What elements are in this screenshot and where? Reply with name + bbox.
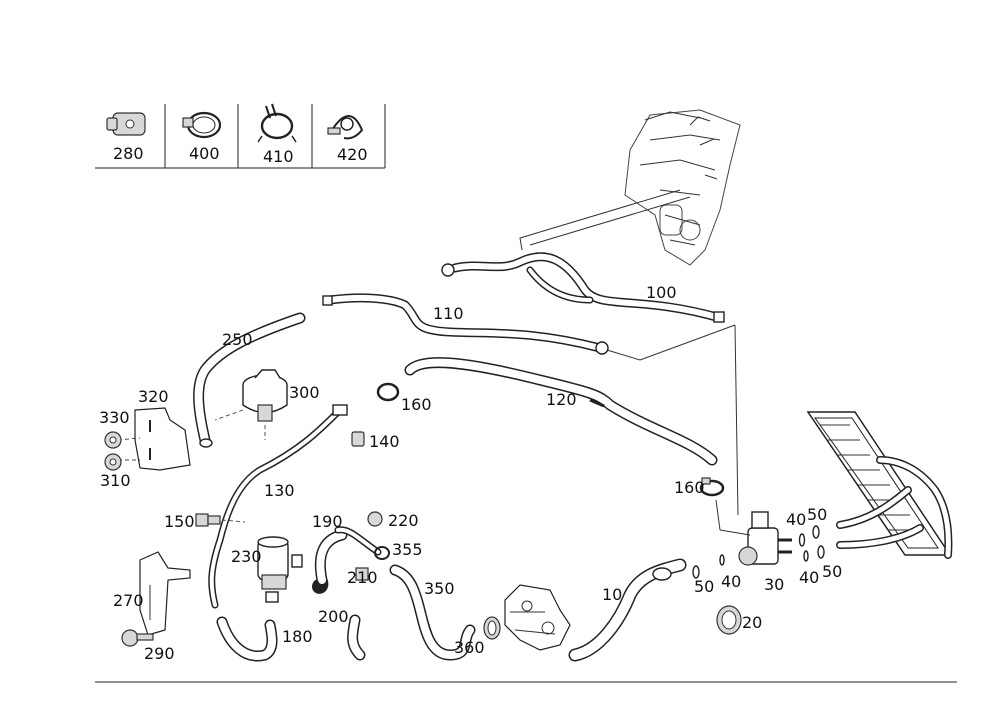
hose-180: [216, 616, 278, 662]
callout-300: 300: [289, 383, 320, 402]
thermostat-housing: [504, 584, 571, 651]
callout-40-left: 40: [721, 572, 741, 591]
hose-250: [193, 312, 306, 448]
legend-label-280: 280: [113, 144, 144, 163]
hose-100: [441, 189, 725, 323]
nut-310: [104, 453, 122, 471]
callout-10: 10: [602, 585, 622, 604]
o-rings: [692, 525, 825, 579]
callout-20: 20: [742, 613, 762, 632]
legend-table: 280 400 410 420: [95, 103, 386, 169]
pipe-clip-icon: [327, 115, 364, 140]
heater-core: [806, 411, 953, 559]
nut-330: [104, 431, 122, 449]
part-220: [367, 511, 383, 527]
bolt-150: [195, 513, 246, 527]
callout-30: 30: [764, 575, 784, 594]
clamp-360: [483, 616, 501, 640]
hose-350: [389, 564, 476, 661]
engine-assembly: [624, 109, 741, 266]
callout-140: 140: [369, 432, 400, 451]
callout-350: 350: [424, 579, 455, 598]
callout-190: 190: [312, 512, 343, 531]
callout-120: 120: [546, 390, 577, 409]
hose-130: [208, 404, 348, 609]
callout-50-top: 50: [807, 505, 827, 524]
callout-250: 250: [222, 330, 253, 349]
callouts: 100 110 120 250 300 320 330 310 160 140 …: [99, 283, 842, 663]
callout-270: 270: [113, 591, 144, 610]
callout-50-left: 50: [694, 577, 714, 596]
callout-220: 220: [388, 511, 419, 530]
hose-190: [311, 526, 382, 594]
hose-10: [568, 558, 687, 662]
clamp-160-top: [376, 382, 400, 402]
clip-140: [351, 431, 365, 447]
callout-310: 310: [100, 471, 131, 490]
hose-120: [404, 357, 718, 466]
callout-40-bottom: 40: [799, 568, 819, 587]
callout-40-top: 40: [786, 510, 806, 529]
callout-210: 210: [347, 568, 378, 587]
callout-160-top: 160: [401, 395, 432, 414]
callout-100: 100: [646, 283, 677, 302]
clamp-355: [374, 546, 390, 560]
connector-clip-icon: [106, 112, 146, 136]
callout-50-bottom: 50: [822, 562, 842, 581]
bracket-270: [139, 551, 191, 636]
callout-290: 290: [144, 644, 175, 663]
bolt-290: [121, 629, 154, 647]
legend-label-420: 420: [337, 145, 368, 164]
hose-clamp-icon: [182, 111, 222, 139]
water-pump-300: [214, 369, 288, 440]
heater-valve-30: [715, 324, 792, 566]
spring-clamp-icon: [257, 103, 297, 143]
callout-320: 320: [138, 387, 169, 406]
callout-360: 360: [454, 638, 485, 657]
callout-130: 130: [264, 481, 295, 500]
callout-200: 200: [318, 607, 349, 626]
callout-180: 180: [282, 627, 313, 646]
legend-label-400: 400: [189, 144, 220, 163]
hose-110: [322, 293, 736, 361]
seal-ring-20: [716, 605, 742, 635]
callout-160-right: 160: [674, 478, 705, 497]
clamp-160-right: [699, 477, 725, 497]
bracket-320: [117, 407, 191, 471]
callout-110: 110: [433, 304, 464, 323]
hose-200: [347, 614, 366, 661]
part-210: [355, 567, 369, 581]
callout-330: 330: [99, 408, 130, 427]
callout-355: 355: [392, 540, 423, 559]
callout-150: 150: [164, 512, 195, 531]
electric-pump-230: [257, 536, 303, 603]
legend-label-410: 410: [263, 147, 294, 166]
callout-230: 230: [231, 547, 262, 566]
